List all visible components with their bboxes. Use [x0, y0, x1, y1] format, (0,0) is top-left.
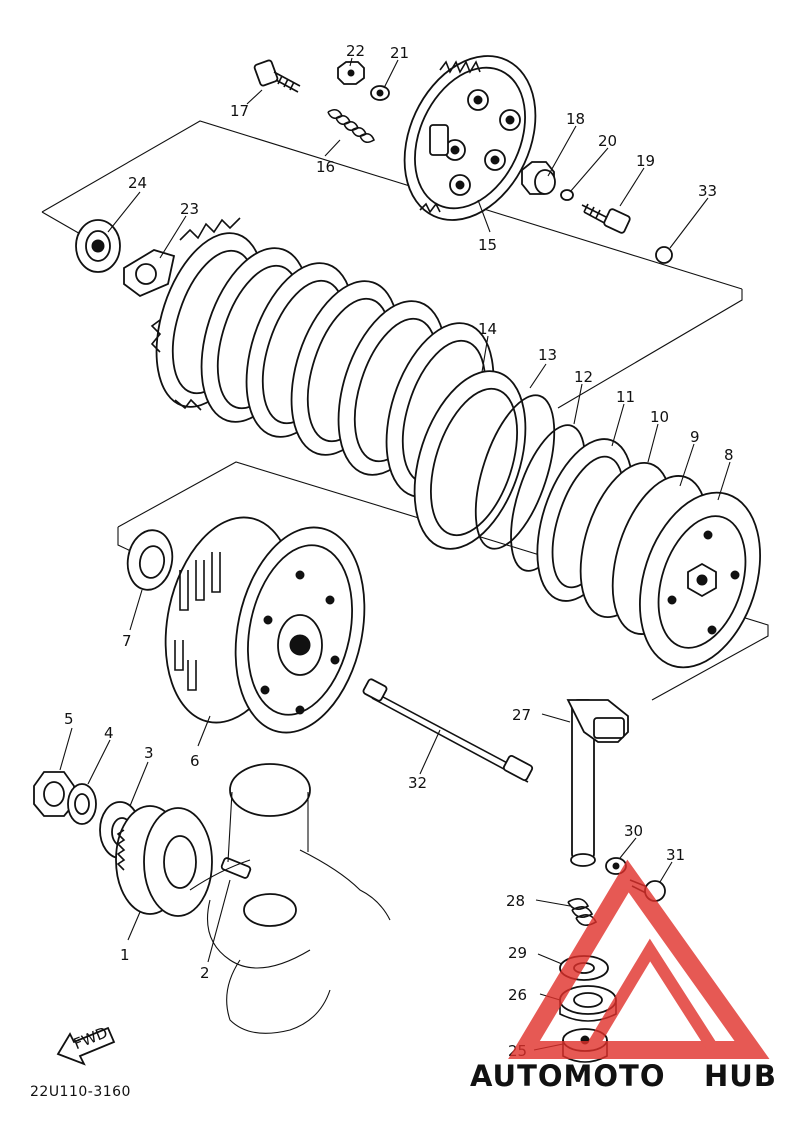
callout-30: 30 [624, 822, 643, 840]
callout-1: 1 [120, 946, 130, 964]
callout-26: 26 [508, 986, 527, 1004]
bolt-17 [253, 59, 301, 93]
callout-4: 4 [104, 724, 114, 742]
callout-23: 23 [180, 200, 199, 218]
callout-9: 9 [690, 428, 700, 446]
callout-19: 19 [636, 152, 655, 170]
clutch-housing-6 [164, 516, 366, 734]
callout-15: 15 [478, 236, 497, 254]
ball-33 [655, 246, 673, 264]
pushrod-cap-18 [521, 161, 556, 195]
key-2 [220, 857, 252, 879]
callout-12: 12 [574, 368, 593, 386]
callout-labels: 1 2 3 4 5 6 7 8 9 10 11 12 13 14 15 16 1… [64, 42, 734, 1060]
crankshaft-outline [189, 763, 391, 1034]
adjust-bolt-19 [581, 203, 631, 234]
callout-11: 11 [616, 388, 635, 406]
watermark-part1: AUTOMOTO [470, 1059, 665, 1093]
callout-2: 2 [200, 964, 210, 982]
callout-32: 32 [408, 774, 427, 792]
diagram-code: 22U110-3160 [30, 1084, 131, 1100]
callout-17: 17 [230, 102, 249, 120]
clutch-boss-8 [639, 491, 761, 669]
callout-29: 29 [508, 944, 527, 962]
washer-21 [370, 85, 390, 101]
callout-14: 14 [478, 320, 497, 338]
bearing-26 [559, 985, 617, 1022]
callout-33: 33 [698, 182, 717, 200]
watermark-logo-icon [508, 859, 770, 1059]
lock-washer-4 [67, 783, 97, 825]
callout-21: 21 [390, 44, 409, 62]
push-rod-32 [362, 678, 534, 783]
callout-28: 28 [506, 892, 525, 910]
callout-31: 31 [666, 846, 685, 864]
callout-20: 20 [598, 132, 617, 150]
callout-24: 24 [128, 174, 147, 192]
spring-16 [327, 108, 375, 144]
callout-6: 6 [190, 752, 200, 770]
nut-22 [337, 61, 365, 85]
primary-drive-gear-1 [115, 805, 213, 917]
watermark-text: AUTOMOTO HUB [470, 1059, 777, 1093]
callout-8: 8 [724, 446, 734, 464]
callout-3: 3 [144, 744, 154, 762]
callout-27: 27 [512, 706, 531, 724]
lock-washer-23 [123, 249, 176, 298]
fwd-arrow-icon: FWD [56, 1023, 116, 1066]
push-lever-27 [566, 699, 629, 867]
nut-24 [75, 219, 121, 273]
callout-13: 13 [538, 346, 557, 364]
callout-10: 10 [650, 408, 669, 426]
callout-22: 22 [346, 42, 365, 60]
friction-plate-14 [413, 370, 527, 550]
upper-group-outline [41, 120, 743, 409]
leader-lines [59, 57, 731, 1051]
watermark-part2: HUB [704, 1059, 777, 1093]
callout-18: 18 [566, 110, 585, 128]
callout-7: 7 [122, 632, 132, 650]
cushion-ring-13 [474, 394, 556, 550]
ball-20 [560, 189, 574, 201]
callout-5: 5 [64, 710, 74, 728]
thrust-washer-7 [126, 529, 174, 591]
pressure-plate-15 [403, 55, 537, 221]
callout-16: 16 [316, 158, 335, 176]
